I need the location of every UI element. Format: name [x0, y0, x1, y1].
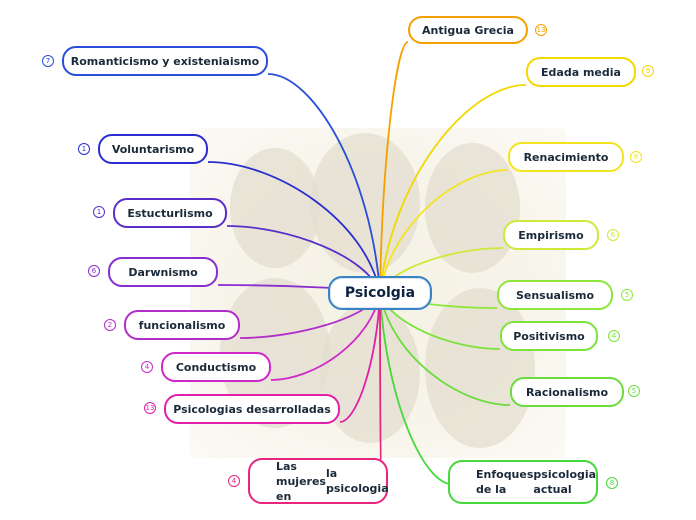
connector-desarrolladas	[339, 292, 381, 423]
topic-label: Positivismo	[513, 329, 585, 343]
topic-label-line2: psicologia actual	[533, 468, 597, 496]
connector-enfoques	[379, 292, 453, 486]
topic-label: Conductismo	[175, 360, 257, 374]
connector-renacimiento	[379, 169, 509, 294]
topic-positivismo[interactable]: Positivismo	[500, 321, 598, 351]
topic-label: Racionalismo	[525, 385, 609, 399]
topic-label: Sensualismo	[515, 288, 595, 302]
topic-label: Empirismo	[518, 228, 584, 242]
topic-count-badge: 8	[606, 477, 618, 489]
topic-label: Edada media	[541, 65, 621, 79]
topic-count-badge: 7	[42, 55, 54, 67]
connector-voluntarismo	[207, 161, 381, 294]
topic-count-badge: 9	[642, 65, 654, 77]
topic-count-badge: 4	[141, 361, 153, 373]
topic-conductismo[interactable]: Conductismo	[161, 352, 271, 382]
topic-label-line1: Enfoques de la	[476, 468, 534, 496]
topic-count-badge: 1	[78, 143, 90, 155]
topic-darwnismo[interactable]: Darwnismo	[108, 257, 218, 287]
connector-antigua	[379, 41, 409, 294]
topic-count-badge: 6	[607, 229, 619, 241]
topic-renacimiento[interactable]: Renacimiento	[508, 142, 624, 172]
topic-sensualismo[interactable]: Sensualismo	[497, 280, 613, 310]
topic-estucturlismo[interactable]: Estucturlismo	[113, 198, 227, 228]
topic-antigua-grecia[interactable]: Antigua Grecia	[408, 16, 528, 44]
topic-count-badge: 2	[104, 319, 116, 331]
topic-label: Antigua Grecia	[422, 23, 514, 37]
topic-count-badge: 4	[608, 330, 620, 342]
connector-edad-media	[379, 84, 527, 294]
topic-label: Darwnismo	[128, 265, 198, 279]
topic-edada-media[interactable]: Edada media	[526, 57, 636, 87]
central-topic-psicologia[interactable]: Psicolgia	[328, 276, 432, 310]
topic-count-badge: 13	[144, 402, 156, 414]
topic-empirismo[interactable]: Empirismo	[503, 220, 599, 250]
topic-count-badge: 5	[628, 385, 640, 397]
connector-romanticismo	[267, 73, 381, 294]
topic-funcionalismo[interactable]: funcionalismo	[124, 310, 240, 340]
topic-count-badge: 1	[93, 206, 105, 218]
topic-psicologias-desarrolladas[interactable]: Psicologias desarrolladas	[164, 394, 340, 424]
topic-count-badge: 4	[228, 475, 240, 487]
topic-count-badge: 13	[535, 24, 547, 36]
topic-count-badge: 5	[621, 289, 633, 301]
topic-label: Psicologias desarrolladas	[173, 402, 331, 416]
topic-voluntarismo[interactable]: Voluntarismo	[98, 134, 208, 164]
topic-racionalismo[interactable]: Racionalismo	[510, 377, 624, 407]
topic-label: funcionalismo	[138, 318, 226, 332]
topic-romanticismo-existeniaismo[interactable]: Romanticismo y existeniaismo	[62, 46, 268, 76]
topic-label: Renacimiento	[523, 150, 609, 164]
connector-racionalismo	[379, 292, 511, 406]
topic-label: Romanticismo y existeniaismo	[70, 54, 260, 68]
topic-label: Voluntarismo	[111, 142, 195, 156]
topic-label-line2: la psicologia	[325, 467, 389, 495]
connector-mujeres	[379, 292, 382, 485]
topic-count-badge: 8	[630, 151, 642, 163]
topic-count-badge: 6	[88, 265, 100, 277]
topic-label: Estucturlismo	[127, 206, 213, 220]
topic-label-line1: Las mujeres en	[276, 459, 326, 503]
